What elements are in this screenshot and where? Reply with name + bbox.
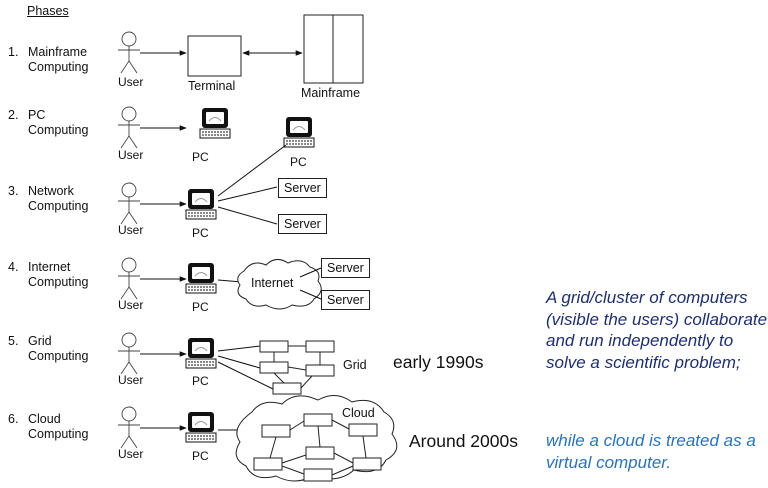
note-grid-description: A grid/cluster of computers (visible the… — [546, 288, 768, 372]
pc-icon — [283, 116, 315, 148]
row-internet — [117, 257, 322, 310]
user-label: User — [118, 223, 144, 237]
pc-icon — [185, 262, 217, 294]
pc-icon — [185, 411, 217, 443]
terminal-label: Terminal — [188, 79, 236, 93]
server-box: Server — [278, 214, 327, 234]
grid-label: Grid — [343, 358, 367, 372]
phase-number: 2. — [8, 108, 19, 122]
internet-cloud — [237, 259, 322, 310]
row-cloud — [117, 395, 398, 482]
server-box: Server — [321, 258, 370, 278]
grid-nodes — [259, 340, 335, 395]
pc-label: PC — [290, 155, 307, 169]
phases-heading: Phases — [27, 4, 69, 18]
pc-label: PC — [192, 226, 209, 240]
server-box: Server — [321, 290, 370, 310]
user-label: User — [118, 298, 144, 312]
user-icon — [117, 257, 141, 300]
terminal-box — [187, 35, 242, 77]
pc-icon — [185, 188, 217, 220]
era-cloud: Around 2000s — [409, 431, 518, 451]
user-icon — [117, 332, 141, 375]
phase-number: 4. — [8, 260, 19, 274]
pc-icon — [199, 107, 231, 139]
pc-label: PC — [192, 150, 209, 164]
cloud-links — [269, 419, 367, 476]
internet-label: Internet — [251, 276, 294, 290]
row-grid — [117, 332, 335, 395]
user-label: User — [118, 75, 144, 89]
pc-label: PC — [192, 449, 209, 463]
phase-number: 5. — [8, 334, 19, 348]
row-mainframe — [117, 14, 364, 84]
row-network — [117, 116, 315, 225]
user-icon — [117, 406, 141, 449]
cloud-nodes — [253, 413, 382, 482]
user-icon — [117, 31, 141, 74]
grid-links — [273, 345, 321, 389]
user-label: User — [118, 373, 144, 387]
era-grid: early 1990s — [393, 352, 484, 372]
pc-icon — [185, 337, 217, 369]
pc-label: PC — [192, 300, 209, 314]
note-cloud-description: while a cloud is treated as a virtual co… — [546, 431, 756, 472]
server-box: Server — [278, 178, 327, 198]
user-icon — [117, 182, 141, 225]
row-pc — [117, 106, 231, 149]
pc-label: PC — [192, 374, 209, 388]
cloud-label: Cloud — [342, 406, 375, 420]
user-label: User — [118, 447, 144, 461]
phase-number: 3. — [8, 184, 19, 198]
user-label: User — [118, 148, 144, 162]
phase-number: 1. — [8, 45, 19, 59]
user-icon — [117, 106, 141, 149]
phase-number: 6. — [8, 412, 19, 426]
mainframe-label: Mainframe — [301, 86, 361, 100]
